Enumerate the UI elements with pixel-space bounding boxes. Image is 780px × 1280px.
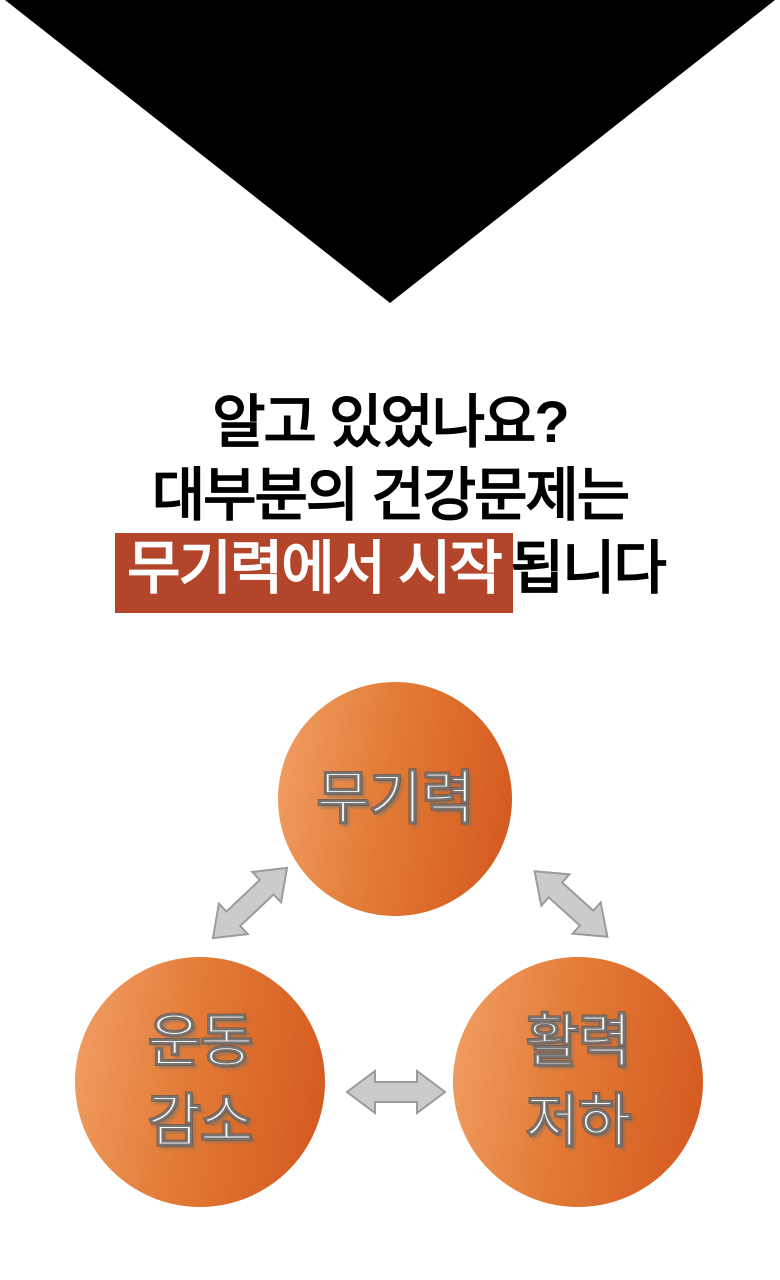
down-triangle-icon xyxy=(5,0,775,303)
cycle-node-lethargy-label: 무기력 xyxy=(316,766,475,831)
double-arrow-icon-left xyxy=(211,866,289,940)
headline-line1: 알고 있었나요? xyxy=(212,390,570,455)
cycle-node-lethargy: 무기력 xyxy=(278,682,512,916)
headline-highlight: 무기력에서 시작 xyxy=(115,533,513,613)
cycle-node-low-vitality: 활력 저하 xyxy=(453,957,703,1207)
double-arrow-icon-bottom xyxy=(345,1069,447,1115)
cycle-node-reduced-exercise-label: 운동 감소 xyxy=(147,1008,254,1154)
headline-line3-rest: 됩니다 xyxy=(510,536,667,601)
cycle-node-reduced-exercise: 운동 감소 xyxy=(75,957,325,1207)
cycle-node-low-vitality-label: 활력 저하 xyxy=(525,1008,632,1154)
double-arrow-icon-right xyxy=(533,870,609,938)
headline-line2: 대부분의 건강문제는 xyxy=(151,463,630,528)
